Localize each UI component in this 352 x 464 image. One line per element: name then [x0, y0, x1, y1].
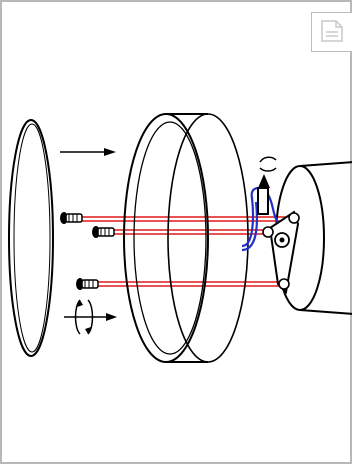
- red-wires: [82, 216, 294, 287]
- lamp-ring: [123, 113, 249, 363]
- screw: [76, 278, 99, 290]
- screw: [60, 212, 83, 224]
- print-icon-glyph: [321, 20, 343, 42]
- print-icon[interactable]: [311, 12, 352, 52]
- blue-wire: [241, 187, 279, 252]
- arrow-right-icon: [60, 148, 116, 156]
- rotate-icon: [64, 299, 117, 335]
- mounting-bracket: [262, 210, 300, 295]
- wire-connector: [257, 156, 277, 215]
- glass-cover: [8, 119, 54, 357]
- screw: [92, 226, 115, 238]
